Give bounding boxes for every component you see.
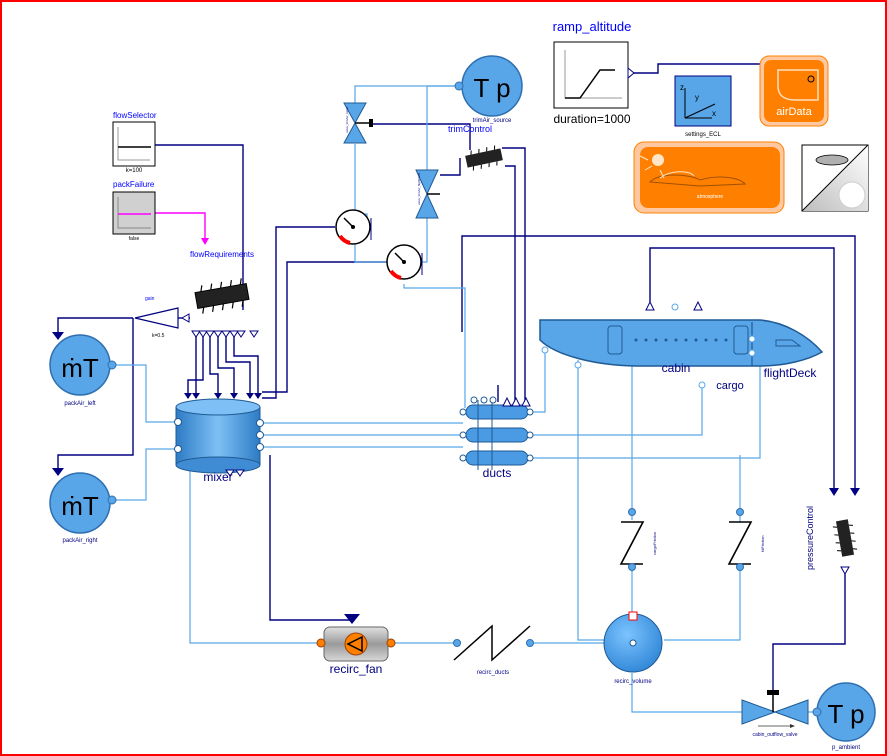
atmosphere[interactable]: atmosphere xyxy=(633,141,785,214)
flight-deck-label: flightDeck xyxy=(764,366,818,380)
ducts[interactable]: ducts xyxy=(459,396,534,480)
gain-k: k=0.5 xyxy=(152,333,165,339)
axis-y: y xyxy=(695,93,699,102)
axis-x: x xyxy=(712,109,716,118)
trim-control[interactable]: trimControl xyxy=(448,124,504,172)
recirc-ducts[interactable]: recirc_ducts xyxy=(453,624,534,676)
pressure-control-label: pressureControl xyxy=(805,506,815,570)
cabin-label: cabin xyxy=(662,361,691,375)
pack-failure-value: false xyxy=(129,236,140,242)
ramp-altitude[interactable]: ramp_altitude duration=1000 xyxy=(553,19,635,126)
cargo-friction-label: cargoFriction xyxy=(652,532,657,555)
pack-air-right[interactable]: ṁT packAir_right xyxy=(49,468,117,544)
pack-air-left[interactable]: ṁT packAir_left xyxy=(49,332,117,407)
pack-air-right-label: packAir_right xyxy=(62,538,97,544)
flow-requirements[interactable]: flowRequirements xyxy=(190,250,259,338)
cargo-friction[interactable]: cargoFriction xyxy=(619,508,657,571)
cargo-label: cargo xyxy=(716,380,744,392)
settings-ecl[interactable]: z y x settings_ECL xyxy=(674,75,732,138)
signal-connections xyxy=(57,63,856,692)
pack-failure[interactable]: packFailure false xyxy=(112,180,156,242)
flow-selector[interactable]: flowSelector k=100 xyxy=(112,111,157,174)
pack-air-left-label: packAir_left xyxy=(64,401,96,407)
boolean-connection xyxy=(155,212,206,240)
flow-selector-k: k=100 xyxy=(126,168,143,174)
cabin-outflow-valve[interactable]: cabin_outflow_valve xyxy=(741,690,809,738)
trim-air-source[interactable]: T p trimAir_source xyxy=(454,55,523,124)
ramp-altitude-label: ramp_altitude xyxy=(553,19,632,34)
gain[interactable]: gain k=0.5 xyxy=(134,296,190,339)
recirc-volume-label: recirc_volume xyxy=(614,679,652,685)
recirc-fan-label: recirc_fan xyxy=(330,662,383,676)
atmosphere-label: atmosphere xyxy=(697,194,724,200)
system-block[interactable] xyxy=(801,144,869,212)
fd-friction-label: fdFriction xyxy=(760,536,765,552)
gain-label: gain xyxy=(145,296,155,302)
mixer-label: mixer xyxy=(203,470,232,484)
ducts-label: ducts xyxy=(483,466,512,480)
p-ambient[interactable]: T p p_ambient xyxy=(812,682,876,751)
fd-friction[interactable]: fdFriction xyxy=(727,508,765,571)
flow-selector-label: flowSelector xyxy=(113,111,157,120)
air-data[interactable]: airData xyxy=(759,55,829,127)
cabin-outflow-valve-label: cabin_outflow_valve xyxy=(752,732,797,738)
trim-control-label: trimControl xyxy=(448,124,492,134)
trim-valve-upper[interactable]: valve_trimAir_cabin xyxy=(343,102,373,144)
trim-air-source-symbol: T p xyxy=(473,73,510,103)
pack-air-left-symbol: ṁT xyxy=(61,353,99,383)
trim-valve-upper-label: valve_trimAir_cabin xyxy=(345,106,349,133)
recirc-fan[interactable]: recirc_fan xyxy=(316,614,396,676)
fluid-connections xyxy=(114,85,818,713)
air-data-label: airData xyxy=(776,106,812,118)
axis-z: z xyxy=(680,83,684,92)
pack-air-right-symbol: ṁT xyxy=(61,491,99,521)
boolean-arrow xyxy=(201,238,209,245)
p-ambient-label: p_ambient xyxy=(832,745,860,751)
pressure-control[interactable]: pressureControl xyxy=(805,488,860,576)
p-ambient-symbol: T p xyxy=(827,699,864,729)
recirc-ducts-label: recirc_ducts xyxy=(477,670,509,676)
settings-ecl-label: settings_ECL xyxy=(685,132,721,138)
trim-valve-lower-label: valve_trimAir_flightDeck xyxy=(417,172,421,205)
flow-sensor-lower[interactable] xyxy=(386,244,423,280)
flow-requirements-label: flowRequirements xyxy=(190,250,254,259)
trim-valve-lower[interactable]: valve_trimAir_flightDeck xyxy=(415,169,440,219)
mixer[interactable]: mixer xyxy=(174,393,264,484)
recirc-volume[interactable]: recirc_volume xyxy=(603,611,663,685)
flow-sensor-upper[interactable] xyxy=(335,209,372,245)
ramp-duration: duration=1000 xyxy=(553,112,630,126)
aircraft-zones[interactable]: cabin cargo flightDeck xyxy=(539,300,824,392)
pack-failure-label: packFailure xyxy=(113,180,155,189)
trim-air-source-label: trimAir_source xyxy=(473,118,512,124)
